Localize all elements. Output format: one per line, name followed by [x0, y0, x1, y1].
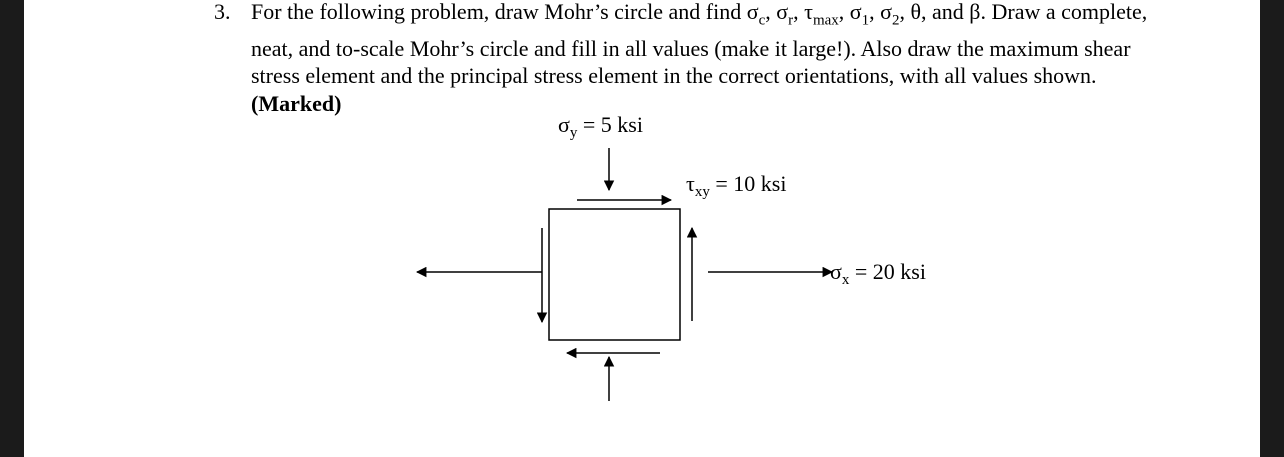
stress-element-diagram: σy = 5 ksi τxy = 10 ksi σx = 20 ksi	[415, 112, 926, 401]
document-page: 3. For the following problem, draw Mohr’…	[24, 0, 1260, 457]
problem-number: 3.	[214, 0, 231, 24]
marked-tag: (Marked)	[251, 90, 342, 116]
tau-xy-label: τxy = 10 ksi	[686, 171, 786, 200]
sigma-x-label: σx = 20 ksi	[830, 259, 926, 288]
sigma-y-label: σy = 5 ksi	[558, 112, 643, 141]
problem-statement: For the following problem, draw Mohr’s c…	[251, 0, 1148, 116]
stress-element-square	[548, 208, 681, 341]
